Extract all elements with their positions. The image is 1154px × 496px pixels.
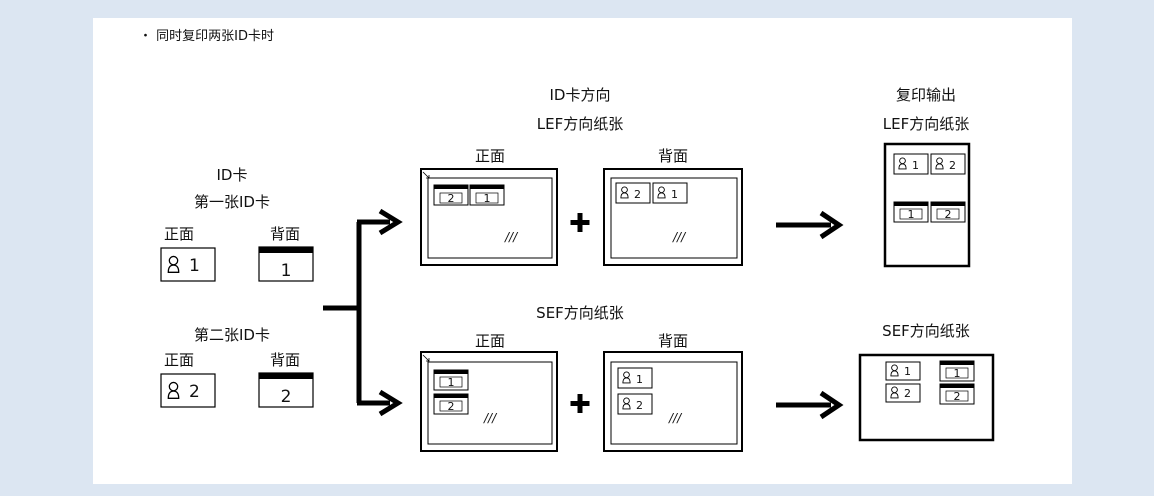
glass-card-front-2: 2 [615,182,651,204]
output-card-back-1: 1 [893,201,929,223]
output-card-number: 2 [949,159,956,172]
bullet-heading: ・ 同时复印两张ID卡时 [139,29,274,44]
card2-front-label: 正面 [164,351,194,369]
glass-card-back-2: 2 [433,184,469,206]
glass-card-number: 2 [636,399,643,412]
glass-card-back-2: 2 [433,393,469,415]
card1-front-number: 1 [189,256,200,276]
card1-back-label: 背面 [270,225,300,243]
card2-back-label: 背面 [270,351,300,369]
glass-card-back-1: 1 [433,369,469,391]
output-card-front-2: 2 [930,153,966,175]
card1-front: 1 [160,247,216,282]
card2-front-number: 2 [189,382,200,402]
output-title: 复印输出 [896,86,956,104]
card2-back-number: 2 [281,387,292,407]
output-card-number: 1 [912,159,919,172]
output-card-number: 2 [954,390,961,403]
output-lef-label: LEF方向纸张 [883,115,969,133]
glass-card-front-1: 1 [617,367,653,389]
output-arrow-lef [776,210,844,240]
output-lef-sheet: 1 2 1 2 [883,142,971,268]
glass-card-number: 2 [448,192,455,205]
plus-sign [570,213,590,232]
lef-front-label: 正面 [475,147,505,165]
glass-card-number: 2 [634,188,641,201]
lef-back-label: 背面 [658,147,688,165]
card1-front-label: 正面 [164,225,194,243]
output-card-number: 1 [904,365,911,378]
output-card-front-2: 2 [885,383,921,403]
orientation-title: ID卡方向 [550,86,611,104]
output-card-back-2: 2 [939,383,975,405]
glass-card-front-2: 2 [617,393,653,415]
output-card-number: 1 [954,367,961,380]
glass-card-number: 1 [448,376,455,389]
glass-card-number: 2 [448,400,455,413]
glass-card-front-1: 1 [652,182,688,204]
diagram-panel: ・ 同时复印两张ID卡时 ID卡 第一张ID卡 正面 背面 1 1 第二张ID卡… [93,18,1072,484]
card1-back: 1 [258,246,314,282]
glass-mark: /// [483,411,498,425]
sef-paper-label: SEF方向纸张 [536,304,624,322]
id-card-copy-diagram: ・ 同时复印两张ID卡时 ID卡 第一张ID卡 正面 背面 1 1 第二张ID卡… [139,29,995,452]
output-arrow-sef [776,390,844,420]
id-card-title: ID卡 [217,166,248,184]
output-card-front-1: 1 [893,153,929,175]
output-sef-sheet: 1 2 1 2 [858,353,995,442]
card1-back-number: 1 [281,261,292,281]
glass-card-number: 1 [636,373,643,386]
lef-front-glass: 2 1 /// [420,168,558,266]
glass-card-number: 1 [484,192,491,205]
output-card-back-2: 2 [930,201,966,223]
sef-back-glass: 1 2 /// [603,351,743,452]
lef-back-glass: 2 1 /// [603,168,743,266]
first-card-label: 第一张ID卡 [194,193,270,211]
card2-back: 2 [258,372,314,408]
sef-front-glass: 1 2 /// [420,351,558,452]
plus-sign [570,394,590,413]
sef-back-label: 背面 [658,332,688,350]
output-card-number: 1 [908,208,915,221]
glass-mark: /// [504,230,519,244]
output-card-front-1: 1 [885,361,921,381]
output-card-number: 2 [945,208,952,221]
output-card-back-1: 1 [939,360,975,382]
second-card-label: 第二张ID卡 [194,326,270,344]
glass-card-back-1: 1 [469,184,505,206]
output-sef-label: SEF方向纸张 [882,322,970,340]
glass-card-number: 1 [671,188,678,201]
output-card-number: 2 [904,387,911,400]
glass-mark: /// [668,411,683,425]
glass-mark: /// [672,230,687,244]
sef-front-label: 正面 [475,332,505,350]
card2-front: 2 [160,373,216,408]
lef-paper-label: LEF方向纸张 [537,115,623,133]
branch-arrow [323,208,403,417]
